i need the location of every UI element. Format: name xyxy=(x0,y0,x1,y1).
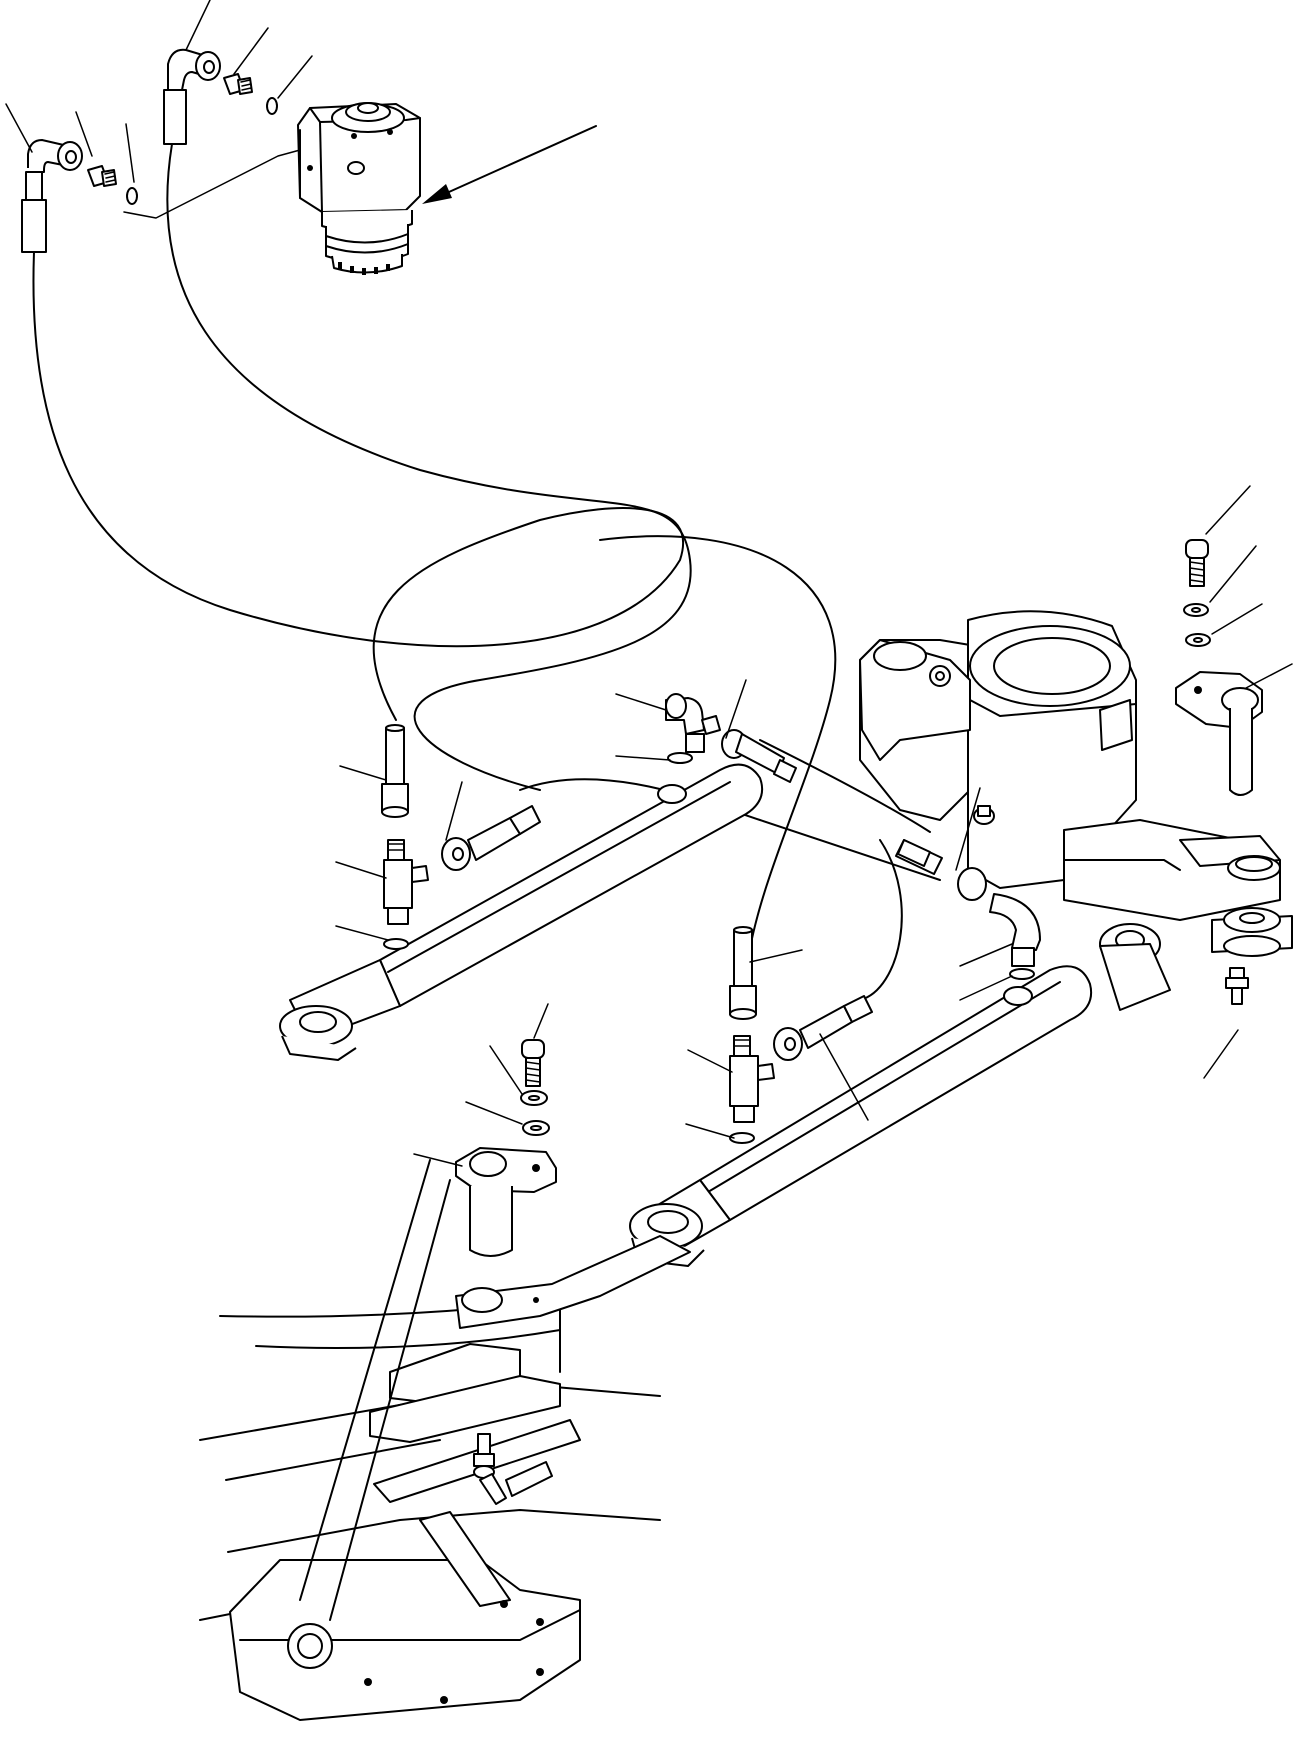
callout-line-17 xyxy=(335,925,389,941)
callout-line-1 xyxy=(5,103,33,153)
callout-line-25 xyxy=(687,1049,733,1073)
callout-line-22 xyxy=(533,1003,549,1039)
steering-cylinder-lower xyxy=(629,923,1171,1267)
callout-line-14 xyxy=(339,765,387,781)
fitting-set-middle xyxy=(163,48,278,145)
callout-line-26 xyxy=(685,1123,735,1139)
hose-end-angled-center xyxy=(773,995,873,1061)
callout-line-20 xyxy=(959,943,1013,967)
chassis-frame xyxy=(199,1159,691,1721)
tee-fitting-left xyxy=(383,839,429,950)
callout-line-15 xyxy=(445,781,463,841)
callout-line-10 xyxy=(1245,663,1293,689)
kingpin-plate-right xyxy=(1175,671,1263,796)
callout-line-13 xyxy=(615,755,671,761)
callout-line-16 xyxy=(335,861,387,879)
callout-line-12 xyxy=(725,679,747,739)
callout-line-19 xyxy=(749,949,803,963)
grease-nipple-right xyxy=(1225,967,1249,1005)
callout-line-6 xyxy=(277,55,313,99)
steering-unit xyxy=(297,102,421,275)
hydraulic-hoses xyxy=(32,143,941,1001)
hose-end-center-lower xyxy=(729,926,757,1020)
steering-cylinder-upper xyxy=(279,763,764,1061)
callout-line-11 xyxy=(615,693,667,711)
callout-lines xyxy=(5,0,1293,1167)
callout-line-27 xyxy=(413,1153,463,1167)
callout-line-8 xyxy=(1209,545,1257,603)
bolt-right xyxy=(1183,539,1211,647)
elbow-fitting-right xyxy=(895,839,1041,980)
bolt-left xyxy=(520,1039,550,1136)
axle-body xyxy=(859,610,1293,957)
arrow-to-steering-unit xyxy=(422,125,597,204)
callout-line-5 xyxy=(233,27,269,75)
callout-line-3 xyxy=(125,123,135,183)
callout-line-24 xyxy=(465,1101,523,1125)
callout-line-28 xyxy=(819,1033,869,1121)
fitting-set-left xyxy=(21,139,138,253)
callout-line-23 xyxy=(489,1045,523,1095)
hose-end-angled-left xyxy=(441,805,541,871)
assembly-line xyxy=(123,149,301,219)
callout-line-7 xyxy=(1205,485,1251,535)
callout-line-9 xyxy=(1211,603,1263,635)
elbow-fitting-center xyxy=(665,693,721,764)
kingpin-plate-left xyxy=(455,1147,557,1257)
hose-end-center xyxy=(721,729,797,783)
callout-line-2 xyxy=(75,111,93,157)
callout-line-29 xyxy=(1203,1029,1239,1079)
callout-line-18 xyxy=(955,787,981,871)
tee-fitting-center xyxy=(729,1035,775,1144)
hose-end-left xyxy=(381,724,409,818)
callout-line-21 xyxy=(959,975,1013,1001)
callout-line-4 xyxy=(185,0,211,51)
